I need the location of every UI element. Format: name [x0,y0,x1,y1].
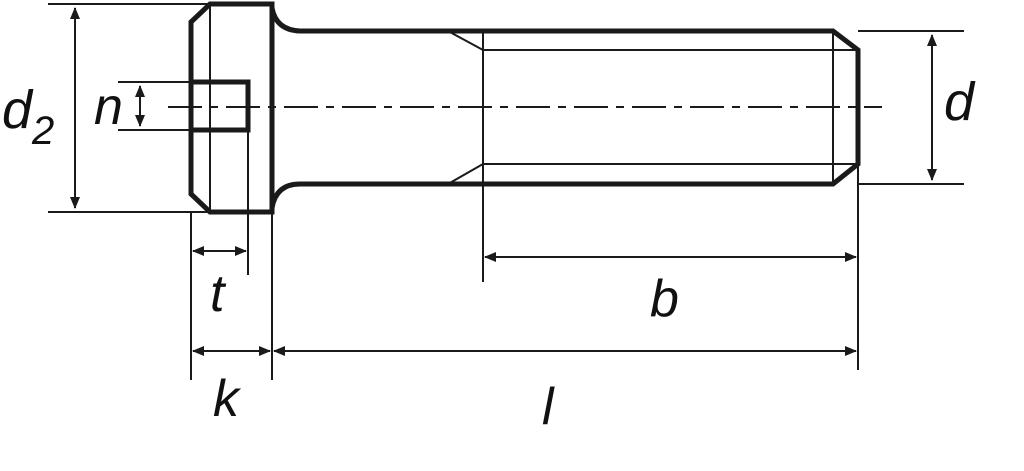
extension-lines [48,3,964,380]
screw-shank [269,7,861,209]
thread-run-out-top [447,30,484,51]
label-d2: d2 [2,80,54,153]
label-l: l [542,378,555,436]
thread-run-out-bottom [447,163,484,185]
label-k: k [213,370,242,428]
dimension-lines [70,6,937,356]
dimension-labels: d2 n d t b k l [2,72,976,436]
label-d2-main: d [2,80,34,140]
label-n: n [94,78,123,136]
label-d2-subscript: 2 [31,109,54,153]
label-d: d [944,72,976,132]
label-b: b [650,270,679,328]
label-t: t [210,265,227,323]
shank-top-edge [269,7,861,209]
